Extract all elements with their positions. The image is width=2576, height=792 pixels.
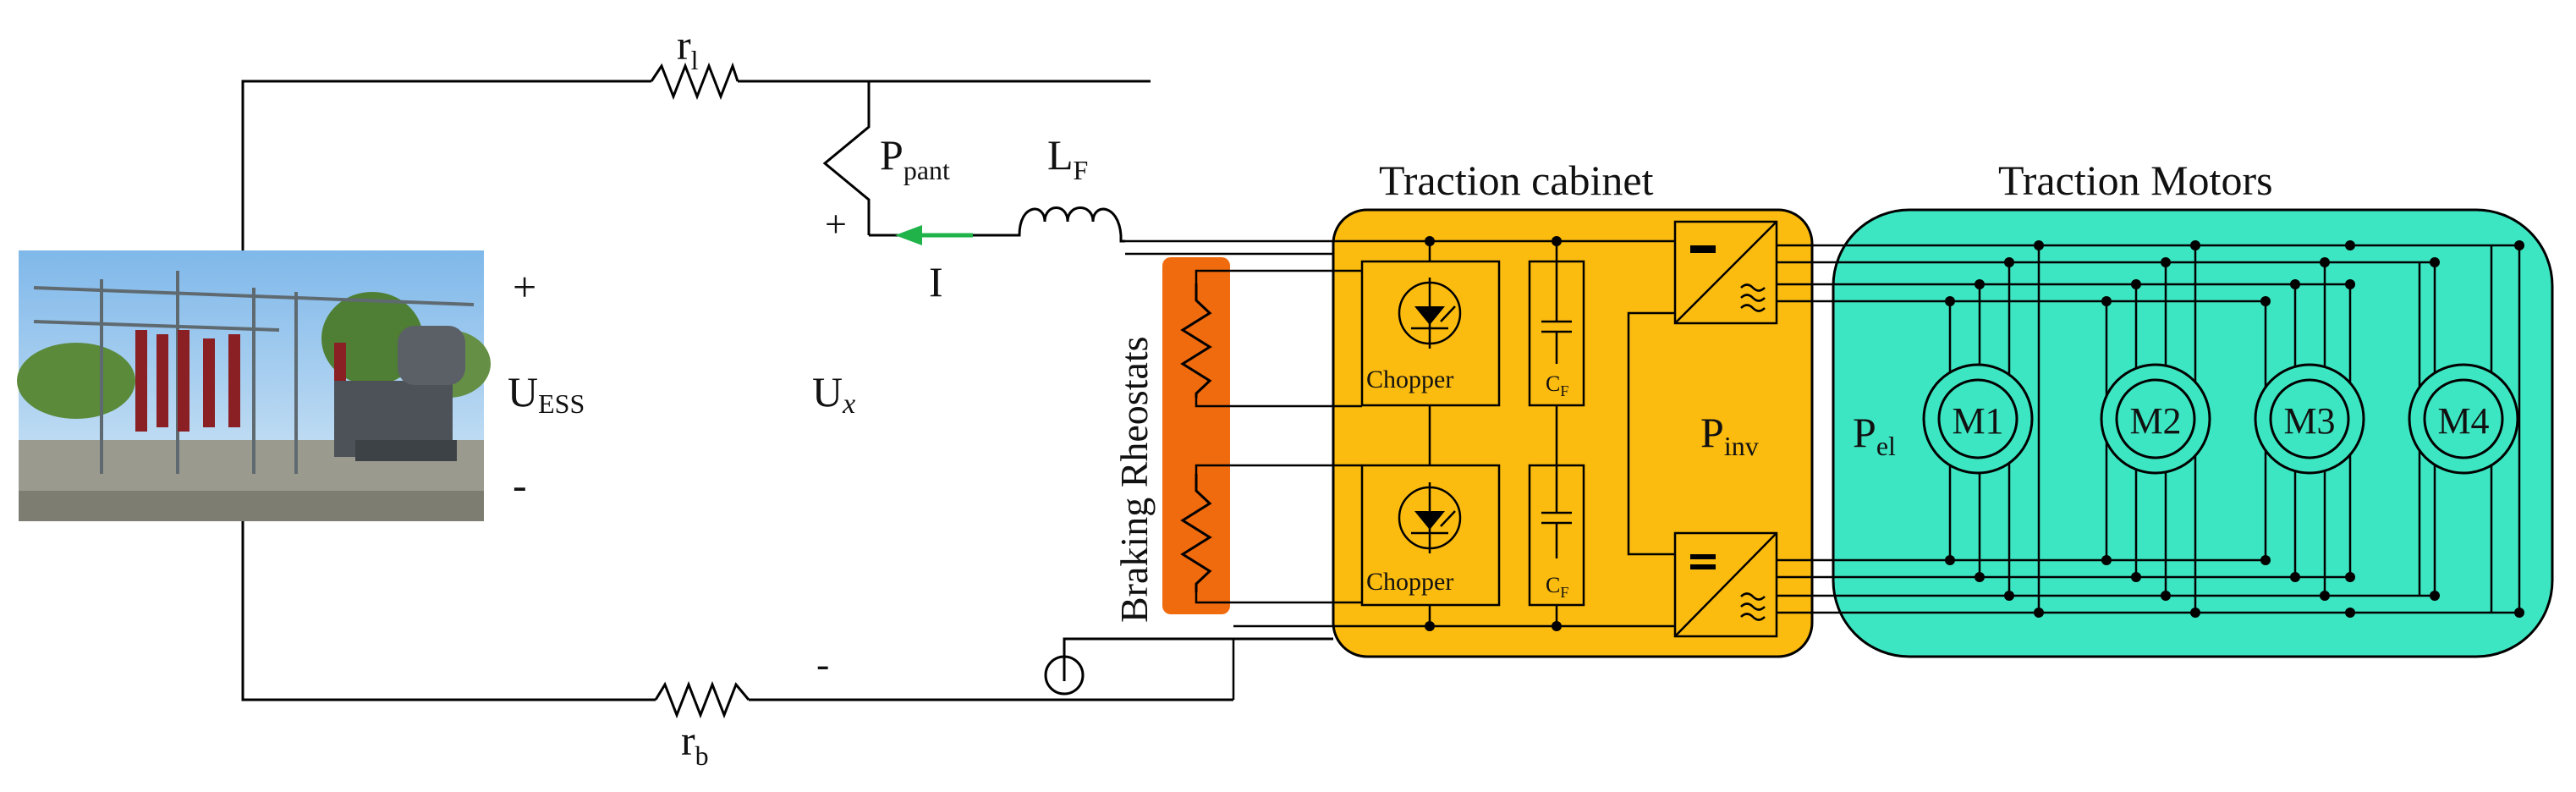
supply-circuit [241,62,1333,719]
inverter-bottom-icon [1673,531,1778,638]
motor-m3-icon [2254,363,2365,475]
current-arrowhead-icon [895,225,922,245]
motor-m2-icon [2100,363,2211,475]
traction-cabinet-title: Traction cabinet [1379,157,1654,204]
return-resistor-icon [654,680,750,719]
labels: rl rb Ppant LF I + UESS - + Ux - Braking… [508,21,2490,771]
chopper-bottom-label: Chopper [1366,568,1453,596]
traction-cabinet [1332,208,1814,658]
minus-ess-label: - [513,461,527,509]
motor-m1-label: M1 [1952,400,2003,442]
cap-bottom-label: CF [1546,573,1568,601]
plus-ess-label: + [513,263,536,311]
minus-return-label: - [816,642,829,685]
rheostat-resistor-bottom-icon [1180,474,1212,592]
line-resistor-icon [650,62,739,101]
pantograph-label: Ppant [880,131,950,185]
filter-inductor-label: LF [1047,131,1088,185]
traction-motors [1777,208,2554,658]
chopper-top-label: Chopper [1366,366,1453,393]
rheostat-resistor-top-icon [1180,283,1212,398]
motor-m4-icon [2408,363,2519,475]
chopper-bottom-icon [1398,482,1462,553]
p-el-label: Pel [1853,409,1896,461]
u-ess-label: UESS [508,368,585,419]
motor-m1-icon [1922,363,2034,475]
p-inv-label: Pinv [1700,409,1759,461]
substation-photo [17,250,491,521]
r-back-label: rb [681,717,709,771]
dc-bus-wires [1125,239,1333,700]
plus-pant-label: + [825,202,847,245]
braking-rheostats-label: Braking Rheostats [1112,336,1156,623]
capacitor-top-icon [1541,261,1572,364]
motor-m4-label: M4 [2437,400,2489,442]
traction-motors-title: Traction Motors [1998,157,2273,204]
pantograph-icon [822,81,871,235]
braking-rheostats [1162,257,1333,614]
motor-m2-label: M2 [2129,400,2181,442]
chopper-top-icon [1398,278,1462,349]
cap-top-label: CF [1546,371,1568,399]
u-x-label: Ux [812,368,855,420]
current-label: I [929,258,943,305]
inverter-top-icon [1673,220,1778,325]
filter-inductor-icon [1015,206,1123,237]
r-line-label: rl [677,21,699,75]
motor-m3-label: M3 [2283,400,2335,442]
capacitor-bottom-icon [1541,465,1572,558]
